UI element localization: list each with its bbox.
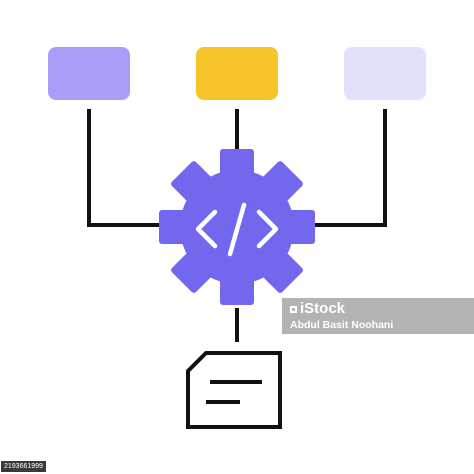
connector-left (87, 109, 163, 227)
watermark-brand-text: iStock (300, 300, 346, 317)
stock-watermark: iStock Abdul Basit Noohani (282, 298, 474, 334)
brand-logo-icon (290, 305, 297, 313)
watermark-credit: Abdul Basit Noohani (290, 319, 394, 331)
code-icon (195, 202, 279, 257)
gear-icon (159, 149, 315, 305)
watermark-brand: iStock (290, 301, 474, 317)
connector-right (310, 109, 387, 227)
box-right (344, 47, 426, 100)
box-center (196, 47, 278, 100)
connector-lines (87, 109, 387, 342)
box-left (48, 47, 130, 100)
document-icon (186, 351, 282, 429)
image-id-label: 2193661999 (1, 461, 46, 472)
